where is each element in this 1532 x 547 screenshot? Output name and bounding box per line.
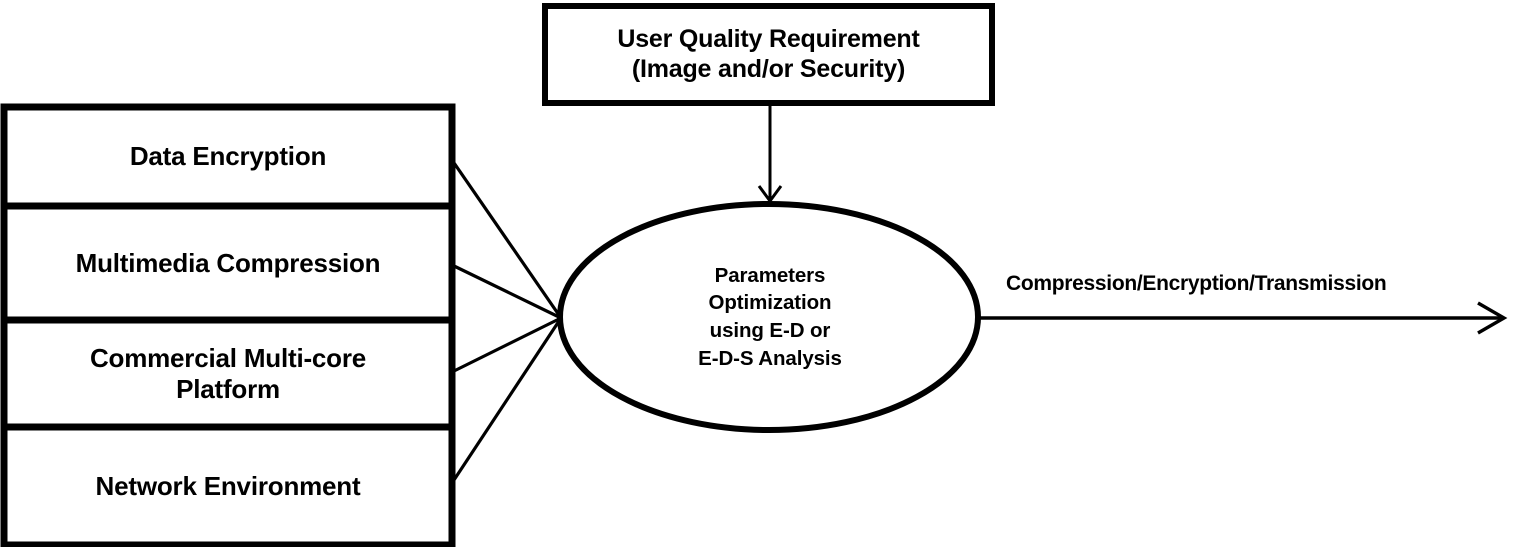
input-box-data-encryption[interactable] bbox=[0, 103, 456, 210]
output-arrow-head bbox=[1477, 301, 1508, 335]
input-box-stack bbox=[0, 103, 456, 547]
requirement-box[interactable] bbox=[542, 3, 995, 106]
requirement-arrow-head bbox=[757, 185, 783, 204]
connector-line-multimedia-compression bbox=[451, 263, 562, 320]
input-box-commercial-multicore-platform[interactable] bbox=[0, 316, 456, 431]
process-to-output-arrow bbox=[978, 301, 1508, 335]
connector-line-network-environment bbox=[450, 317, 563, 484]
connector-line-commercial-multicore-platform bbox=[451, 316, 562, 374]
connector-line-data-encryption bbox=[450, 159, 563, 319]
input-box-multimedia-compression[interactable] bbox=[0, 202, 456, 324]
requirement-to-process-arrow bbox=[757, 106, 783, 204]
input-box-network-environment[interactable] bbox=[0, 423, 456, 547]
input-connector-lines bbox=[450, 159, 563, 484]
process-ellipse[interactable] bbox=[557, 201, 981, 433]
